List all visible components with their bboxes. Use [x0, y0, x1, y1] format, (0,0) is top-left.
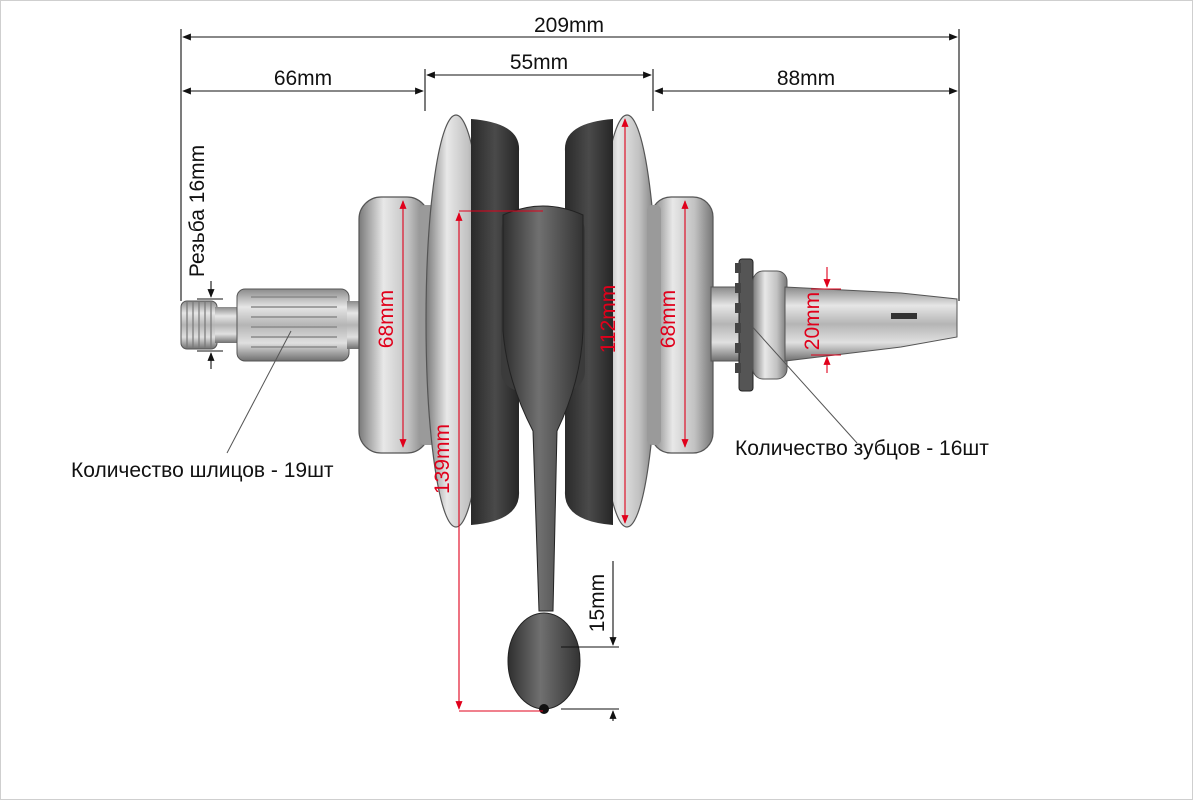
- dimension-lines-red: [399, 118, 841, 712]
- crankshaft-part: [180, 114, 958, 714]
- label-flywheel-width: 55mm: [510, 51, 568, 74]
- left-splined-shaft: [236, 288, 350, 362]
- dimension-lines-black: [180, 29, 960, 721]
- label-right-shaft-length: 88mm: [777, 67, 835, 90]
- right-tapered-shaft: [784, 286, 958, 362]
- connecting-rod: [502, 205, 584, 612]
- label-flywheel-diameter: 112mm: [597, 285, 620, 353]
- rod-small-end: [507, 612, 581, 710]
- label-rod-length: 139mm: [431, 424, 454, 494]
- note-teeth: Количество зубцов - 16шт: [735, 437, 989, 460]
- leader-lines: [226, 322, 858, 454]
- label-small-end-diameter: 15mm: [586, 574, 609, 632]
- label-left-bearing-diameter: 68mm: [375, 290, 398, 348]
- label-right-bearing-diameter: 68mm: [657, 290, 680, 348]
- label-left-shaft-length: 66mm: [274, 67, 332, 90]
- label-right-shaft-diameter: 20mm: [801, 292, 824, 350]
- label-thread: Резьба 16mm: [186, 145, 209, 277]
- note-splines: Количество шлицов - 19шт: [71, 459, 334, 482]
- label-overall-length: 209mm: [534, 14, 604, 37]
